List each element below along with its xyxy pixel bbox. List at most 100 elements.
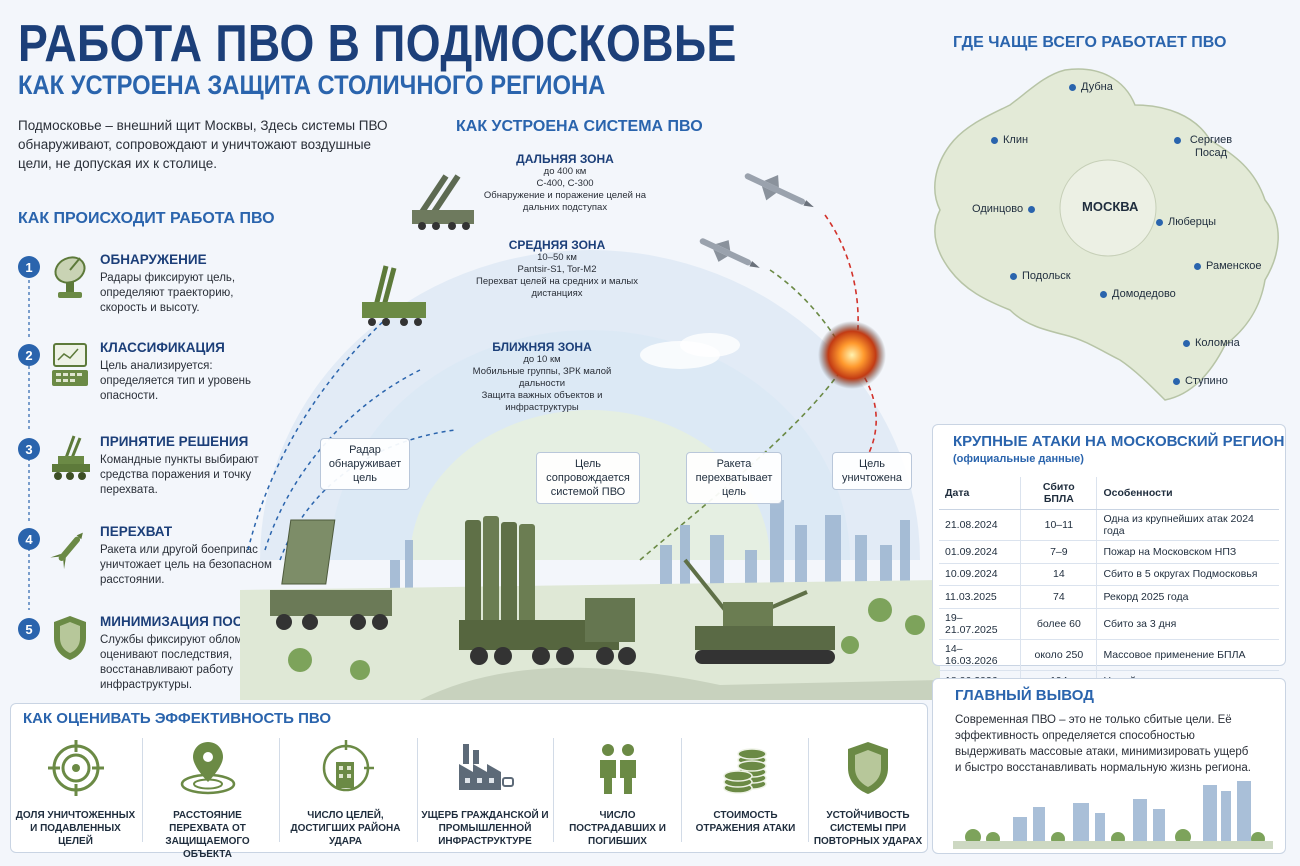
factory-icon xyxy=(459,744,514,790)
step-connector xyxy=(28,548,30,610)
city-marker xyxy=(1183,340,1190,347)
table-cell: 11.03.2025 xyxy=(939,585,1021,609)
table-cell: Одна из крупнейших атак 2024 года xyxy=(1096,509,1279,541)
process-heading: КАК ПРОИСХОДИТ РАБОТА ПВО xyxy=(18,210,275,227)
city-marker xyxy=(1194,263,1201,270)
step-connector xyxy=(28,458,30,522)
system-heading: КАК УСТРОЕНА СИСТЕМА ПВО xyxy=(456,118,703,135)
step-title: ОБНАРУЖЕНИЕ xyxy=(100,252,207,267)
conclusion-text: Современная ПВО – это не только сбитые ц… xyxy=(955,714,1251,774)
city-label: Люберцы xyxy=(1168,216,1217,228)
efficiency-heading: КАК ОЦЕНИВАТЬ ЭФФЕКТИВНОСТЬ ПВО xyxy=(23,710,332,727)
city-label: Ступино xyxy=(1185,375,1228,387)
city-marker xyxy=(991,137,998,144)
moscow-ring xyxy=(1059,159,1157,257)
divider xyxy=(808,738,809,842)
efficiency-item: ЧИСЛО ЦЕЛЕЙ, ДОСТИГШИХ РАЙОНА УДАРА xyxy=(283,734,408,847)
city-label: Коломна xyxy=(1195,337,1240,349)
shield-icon xyxy=(848,742,888,794)
city-marker xyxy=(1010,273,1017,280)
step-text: Цель анализируется: определяется тип и у… xyxy=(100,360,252,402)
city-marker xyxy=(1100,291,1107,298)
table-cell: 74 xyxy=(1020,585,1098,609)
near-zone-label: БЛИЖНЯЯ ЗОНА до 10 км Мобильные группы, … xyxy=(467,340,617,414)
step-number: 5 xyxy=(18,618,40,640)
step-number: 1 xyxy=(18,256,40,278)
step-title: ПРИНЯТИЕ РЕШЕНИЯ xyxy=(100,434,249,449)
divider xyxy=(417,738,418,842)
city-label: Подольск xyxy=(1022,270,1071,282)
city-marker xyxy=(1156,219,1163,226)
table-header-row: Дата Сбито БПЛА Особенности xyxy=(939,477,1279,510)
zone-range: 10–50 км xyxy=(537,252,577,263)
column-header: Особенности xyxy=(1096,477,1279,510)
divider xyxy=(279,738,280,842)
efficiency-label: РАССТОЯНИЕ ПЕРЕХВАТА ОТ ЗАЩИЩАЕМОГО ОБЪЕ… xyxy=(165,810,250,860)
middle-zone-label: СРЕДНЯЯ ЗОНА 10–50 км Pantsir-S1, Tor-M2… xyxy=(472,238,642,300)
far-zone-label: ДАЛЬНЯЯ ЗОНА до 400 км С-400, С-300 Обна… xyxy=(470,152,660,214)
step-connector xyxy=(28,280,30,340)
target-icon xyxy=(47,740,104,796)
table-cell: Сбито в 5 округах Подмосковья xyxy=(1096,563,1279,586)
crosshair-building-icon xyxy=(322,740,374,792)
efficiency-item: УСТОЙЧИВОСТЬ СИСТЕМЫ ПРИ ПОВТОРНЫХ УДАРА… xyxy=(809,734,927,847)
table-cell: 7–9 xyxy=(1020,540,1098,564)
process-step: 2 КЛАССИФИКАЦИЯ Цель анализируется: опре… xyxy=(18,338,268,418)
zone-range: до 400 км xyxy=(543,166,587,177)
table-cell: Массовое применение БПЛА xyxy=(1096,639,1279,671)
process-step: 4 ПЕРЕХВАТ Ракета или другой боеприпас у… xyxy=(18,522,272,602)
zone-range: до 10 км xyxy=(523,354,561,365)
tracked-air-defense-vehicle xyxy=(683,558,835,664)
step-text: Радары фиксируют цель, определяют траект… xyxy=(100,272,236,314)
computer-console-icon xyxy=(52,343,88,386)
zone-name: СРЕДНЯЯ ЗОНА xyxy=(508,238,606,252)
intro-text: Подмосковье – внешний щит Москвы, Здесь … xyxy=(18,118,388,171)
map-center-label: МОСКВА xyxy=(1082,199,1139,214)
city-label: Одинцово xyxy=(972,203,1024,215)
map-heading: ГДЕ ЧАЩЕ ВСЕГО РАБОТАЕТ ПВО xyxy=(953,34,1227,51)
efficiency-panel: КАК ОЦЕНИВАТЬ ЭФФЕКТИВНОСТЬ ПВО ДОЛЯ УНИ… xyxy=(10,703,928,860)
table-cell: около 250 xyxy=(1020,639,1098,671)
page-title: РАБОТА ПВО В ПОДМОСКОВЬЕ xyxy=(18,15,737,73)
city-label: Раменское xyxy=(1206,260,1262,272)
efficiency-label: УСТОЙЧИВОСТЬ СИСТЕМЫ ПРИ ПОВТОРНЫХ УДАРА… xyxy=(813,810,923,847)
efficiency-label: УЩЕРБ ГРАЖДАНСКОЙ И ПРОМЫШЛЕННОЙ ИНФРАСТ… xyxy=(421,810,549,847)
cruise-missile-icon xyxy=(744,173,814,208)
moscow-region-map xyxy=(934,68,1279,401)
column-header: Сбито БПЛА xyxy=(1020,477,1098,510)
table-cell: 10.09.2024 xyxy=(939,563,1021,586)
explosion xyxy=(818,321,886,389)
efficiency-item: ДОЛЯ УНИЧТОЖЕННЫХ И ПОДАВЛЕННЫХ ЦЕЛЕЙ xyxy=(13,734,138,847)
coins-icon xyxy=(722,748,767,794)
callout-tracking: Цель сопровождается системой ПВО xyxy=(536,452,640,504)
table-cell: 19–21.07.2025 xyxy=(939,608,1021,640)
radar-dish-icon xyxy=(54,256,86,298)
step-number: 3 xyxy=(18,438,40,460)
step-title: КЛАССИФИКАЦИЯ xyxy=(100,340,225,355)
efficiency-label: СТОИМОСТЬ ОТРАЖЕНИЯ АТАКИ xyxy=(695,810,796,834)
divider xyxy=(553,738,554,842)
step-connector xyxy=(28,366,30,430)
zone-desc: Защита важных объектов и инфраструктуры xyxy=(481,390,603,413)
missile-icon xyxy=(50,532,83,570)
step-text: Ракета или другой боеприпас уничтожает ц… xyxy=(100,544,272,586)
city-label: Клин xyxy=(1003,134,1029,146)
page-subtitle: КАК УСТРОЕНА ЗАЩИТА СТОЛИЧНОГО РЕГИОНА xyxy=(18,70,606,100)
air-defense-vehicle-icon xyxy=(52,435,90,480)
process-step: 1 ОБНАРУЖЕНИЕ Радары фиксируют цель, опр… xyxy=(18,250,268,330)
conclusion-heading: ГЛАВНЫЙ ВЫВОД xyxy=(955,687,1094,704)
process-step: 3 ПРИНЯТИЕ РЕШЕНИЯ Командные пункты выби… xyxy=(18,432,268,512)
zone-systems: С-400, С-300 xyxy=(536,178,594,189)
radar-vehicle xyxy=(270,519,392,630)
zone-name: БЛИЖНЯЯ ЗОНА xyxy=(492,340,592,354)
city-label: Сергиев Посад xyxy=(1189,134,1233,159)
city-marker xyxy=(1173,378,1180,385)
efficiency-label: ЧИСЛО ПОСТРАДАВШИХ И ПОГИБШИХ xyxy=(569,810,666,847)
people-icon xyxy=(599,744,636,794)
callout-radar: Радар обнаруживает цель xyxy=(320,438,410,490)
